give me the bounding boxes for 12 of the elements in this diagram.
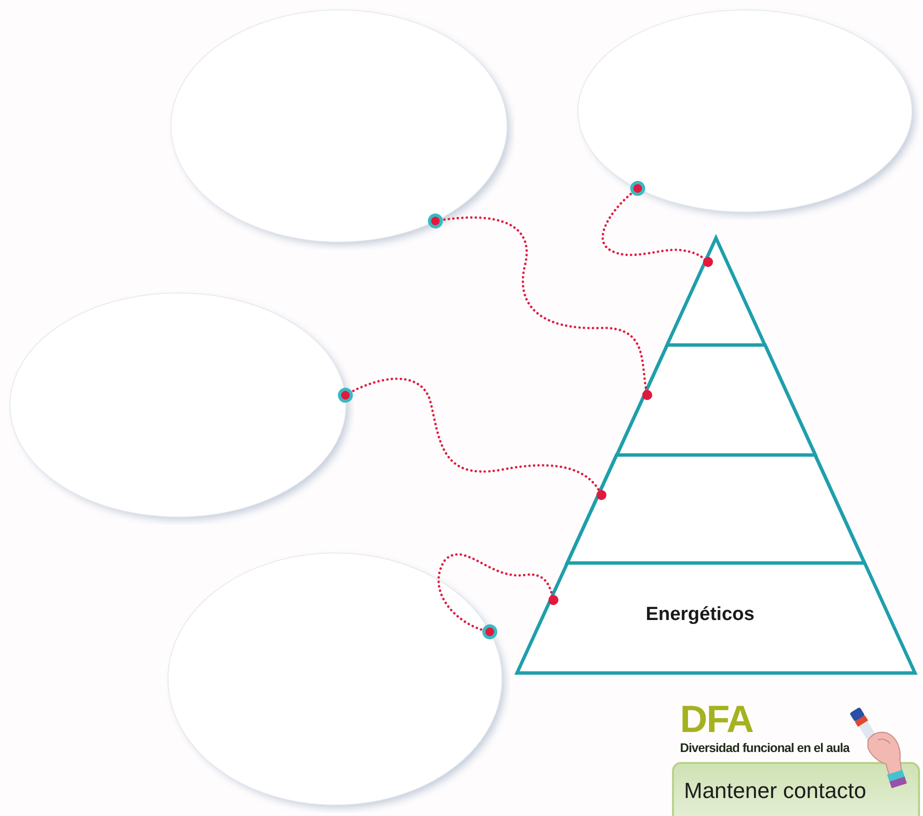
section-subtitle: Diversidad funcional en el aula (680, 741, 850, 756)
tip-text: Mantener contacto (684, 778, 866, 804)
dotted-connector (338, 378, 606, 500)
pyramid-level (616, 345, 816, 455)
pyramid (515, 236, 917, 676)
pyramid-level (567, 455, 865, 563)
section-heading: DFA (680, 700, 753, 740)
dotted-connector (437, 553, 558, 640)
pyramid-level (517, 563, 915, 673)
dotted-connector (428, 214, 652, 400)
level-label: Energéticos (646, 604, 754, 626)
dotted-connector (602, 180, 713, 267)
